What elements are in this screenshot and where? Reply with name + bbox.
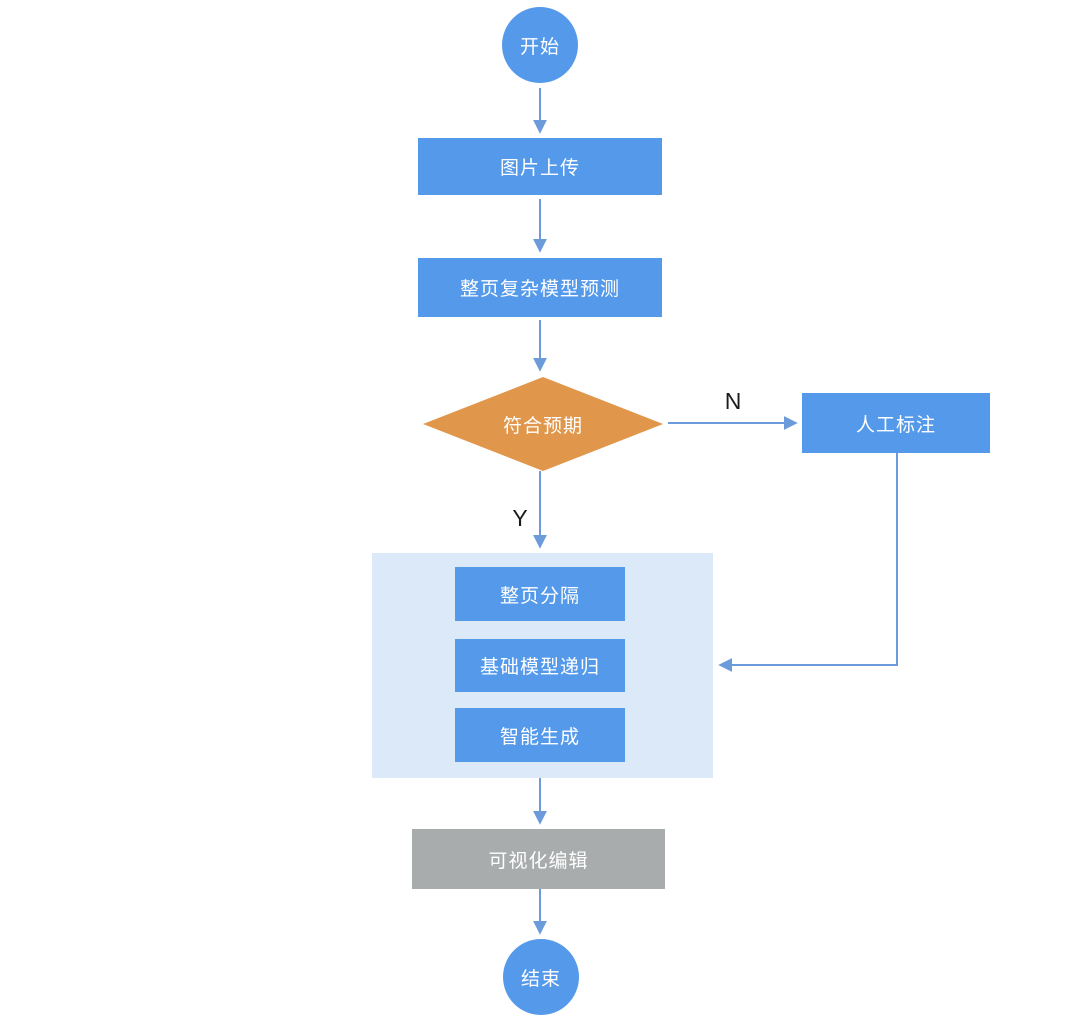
node-start-label: 开始 <box>519 36 560 58</box>
node-base-model-recursion: 基础模型递归 <box>455 639 625 692</box>
node-page-split-label: 整页分隔 <box>499 585 580 607</box>
node-smart-generation: 智能生成 <box>455 708 625 762</box>
node-decision-meets-expectation: 符合预期 <box>423 377 663 471</box>
node-decision-label: 符合预期 <box>502 415 583 437</box>
node-smart-generation-label: 智能生成 <box>499 726 580 748</box>
node-visual-edit-label: 可视化编辑 <box>488 850 589 872</box>
node-manual-annotation-label: 人工标注 <box>855 414 936 436</box>
node-page-split: 整页分隔 <box>455 567 625 621</box>
node-full-page-model-predict-label: 整页复杂模型预测 <box>459 279 620 300</box>
node-image-upload-label: 图片上传 <box>499 158 580 179</box>
node-end: 结束 <box>503 939 579 1015</box>
branch-label-yes: Y <box>512 505 528 531</box>
arrow-manual-to-container <box>718 453 898 672</box>
node-image-upload: 图片上传 <box>418 138 662 195</box>
node-base-model-recursion-label: 基础模型递归 <box>479 657 600 678</box>
node-start: 开始 <box>502 7 578 83</box>
branch-label-no: N <box>724 388 742 414</box>
group-processing-container: 整页分隔 基础模型递归 智能生成 <box>372 553 713 778</box>
node-end-label: 结束 <box>520 968 561 990</box>
node-manual-annotation: 人工标注 <box>802 393 990 453</box>
node-full-page-model-predict: 整页复杂模型预测 <box>418 258 662 317</box>
node-visual-edit: 可视化编辑 <box>412 829 665 889</box>
